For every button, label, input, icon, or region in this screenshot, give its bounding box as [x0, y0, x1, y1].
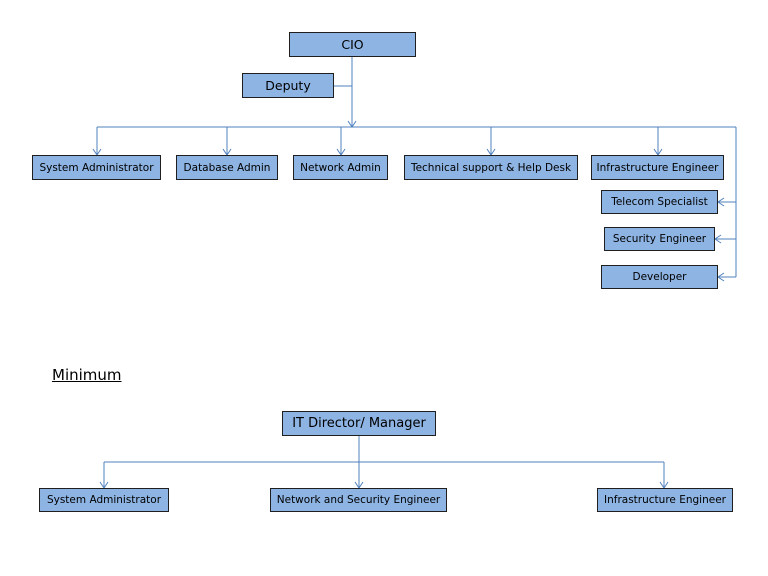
system-administrator-box-2: System Administrator [39, 488, 169, 512]
infrastructure-engineer-box: Infrastructure Engineer [591, 155, 724, 180]
deputy-box: Deputy [242, 73, 334, 98]
security-engineer-box: Security Engineer [604, 227, 715, 251]
arrowhead [717, 197, 725, 207]
system-administrator-box: System Administrator [32, 155, 161, 180]
arrowhead [714, 234, 722, 244]
infrastructure-engineer-box-2: Infrastructure Engineer [597, 488, 733, 512]
it-director-box: IT Director/ Manager [282, 411, 436, 436]
database-admin-box: Database Admin [176, 155, 278, 180]
arrowhead [347, 120, 357, 128]
telecom-specialist-box: Telecom Specialist [601, 190, 718, 214]
technical-support-box: Technical support & Help Desk [404, 155, 578, 180]
cio-box: CIO [289, 32, 416, 57]
arrowhead [717, 272, 725, 282]
minimum-heading: Minimum [52, 366, 122, 384]
network-security-engineer-box: Network and Security Engineer [270, 488, 447, 512]
network-admin-box: Network Admin [293, 155, 388, 180]
developer-box: Developer [601, 265, 718, 289]
